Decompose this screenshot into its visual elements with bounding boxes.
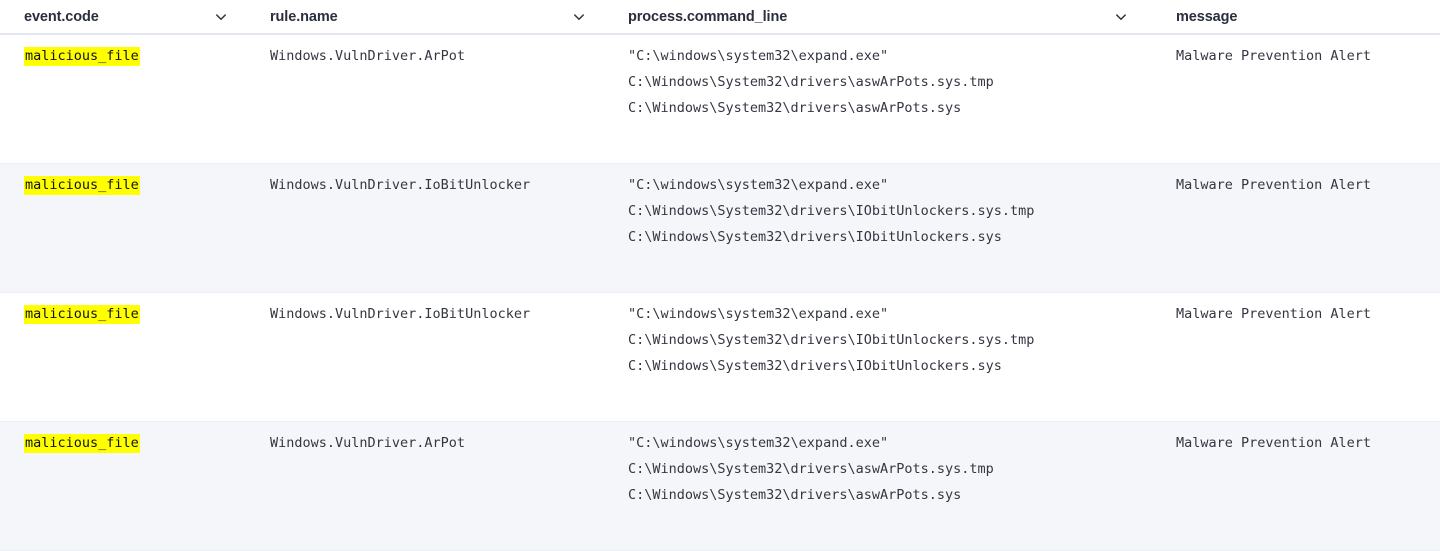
- table-row[interactable]: malicious_file Windows.VulnDriver.ArPot "C…: [0, 422, 1440, 551]
- cell-process-command-line: "C:\windows\system32\expand.exe" C:\Windo…: [604, 293, 1146, 421]
- cell-process-command-line: "C:\windows\system32\expand.exe" C:\Windo…: [604, 35, 1146, 163]
- chevron-down-icon[interactable]: [214, 10, 228, 24]
- table-row[interactable]: malicious_file Windows.VulnDriver.IoBitUn…: [0, 164, 1440, 293]
- message-value: Malware Prevention Alert: [1176, 435, 1372, 451]
- cell-rule-name: Windows.VulnDriver.ArPot: [246, 35, 604, 163]
- column-header-message[interactable]: message: [1146, 0, 1440, 33]
- column-header-label: rule.name: [270, 8, 338, 25]
- command-line-segment: "C:\windows\system32\expand.exe": [628, 306, 889, 322]
- table-row[interactable]: malicious_file Windows.VulnDriver.ArPot "C…: [0, 35, 1440, 164]
- cell-message: Malware Prevention Alert: [1146, 35, 1440, 163]
- command-line-segment: C:\Windows\System32\drivers\aswArPots.sy…: [628, 100, 962, 116]
- cell-process-command-line: "C:\windows\system32\expand.exe" C:\Windo…: [604, 164, 1146, 292]
- column-header-label: process.command_line: [628, 8, 788, 25]
- cell-process-command-line: "C:\windows\system32\expand.exe" C:\Windo…: [604, 422, 1146, 550]
- cell-event-code: malicious_file: [0, 422, 246, 550]
- event-code-highlight: malicious_file: [24, 47, 140, 66]
- rule-name-value: Windows.VulnDriver.IoBitUnlocker: [270, 177, 531, 193]
- command-line-segment: C:\Windows\System32\drivers\IObitUnlocke…: [628, 203, 1035, 219]
- data-grid-header-row: event.code rule.name process.command_lin…: [0, 0, 1440, 35]
- column-header-label: message: [1176, 8, 1238, 25]
- command-line-segment: "C:\windows\system32\expand.exe": [628, 48, 889, 64]
- command-line-segment: C:\Windows\System32\drivers\aswArPots.sy…: [628, 461, 994, 477]
- column-header-label: event.code: [24, 8, 99, 25]
- results-data-grid: event.code rule.name process.command_lin…: [0, 0, 1440, 503]
- cell-event-code: malicious_file: [0, 164, 246, 292]
- rule-name-value: Windows.VulnDriver.ArPot: [270, 435, 466, 451]
- cell-rule-name: Windows.VulnDriver.IoBitUnlocker: [246, 293, 604, 421]
- rule-name-value: Windows.VulnDriver.ArPot: [270, 48, 466, 64]
- command-line-segment: C:\Windows\System32\drivers\IObitUnlocke…: [628, 358, 1002, 374]
- event-code-highlight: malicious_file: [24, 305, 140, 324]
- cell-rule-name: Windows.VulnDriver.ArPot: [246, 422, 604, 550]
- chevron-down-icon[interactable]: [1114, 10, 1128, 24]
- cell-event-code: malicious_file: [0, 35, 246, 163]
- command-line-segment: C:\Windows\System32\drivers\aswArPots.sy…: [628, 74, 994, 90]
- rule-name-value: Windows.VulnDriver.IoBitUnlocker: [270, 306, 531, 322]
- chevron-down-icon[interactable]: [572, 10, 586, 24]
- cell-message: Malware Prevention Alert: [1146, 293, 1440, 421]
- cell-message: Malware Prevention Alert: [1146, 422, 1440, 550]
- command-line-segment: "C:\windows\system32\expand.exe": [628, 177, 889, 193]
- message-value: Malware Prevention Alert: [1176, 306, 1372, 322]
- table-row[interactable]: malicious_file Windows.VulnDriver.IoBitUn…: [0, 293, 1440, 422]
- message-value: Malware Prevention Alert: [1176, 48, 1372, 64]
- event-code-highlight: malicious_file: [24, 434, 140, 453]
- cell-message: Malware Prevention Alert: [1146, 164, 1440, 292]
- command-line-segment: "C:\windows\system32\expand.exe": [628, 435, 889, 451]
- column-header-event-code[interactable]: event.code: [0, 0, 246, 33]
- column-header-rule-name[interactable]: rule.name: [246, 0, 604, 33]
- cell-event-code: malicious_file: [0, 293, 246, 421]
- cell-rule-name: Windows.VulnDriver.IoBitUnlocker: [246, 164, 604, 292]
- message-value: Malware Prevention Alert: [1176, 177, 1372, 193]
- command-line-segment: C:\Windows\System32\drivers\IObitUnlocke…: [628, 332, 1035, 348]
- command-line-segment: C:\Windows\System32\drivers\aswArPots.sy…: [628, 487, 962, 503]
- command-line-segment: C:\Windows\System32\drivers\IObitUnlocke…: [628, 229, 1002, 245]
- column-header-process-command-line[interactable]: process.command_line: [604, 0, 1146, 33]
- event-code-highlight: malicious_file: [24, 176, 140, 195]
